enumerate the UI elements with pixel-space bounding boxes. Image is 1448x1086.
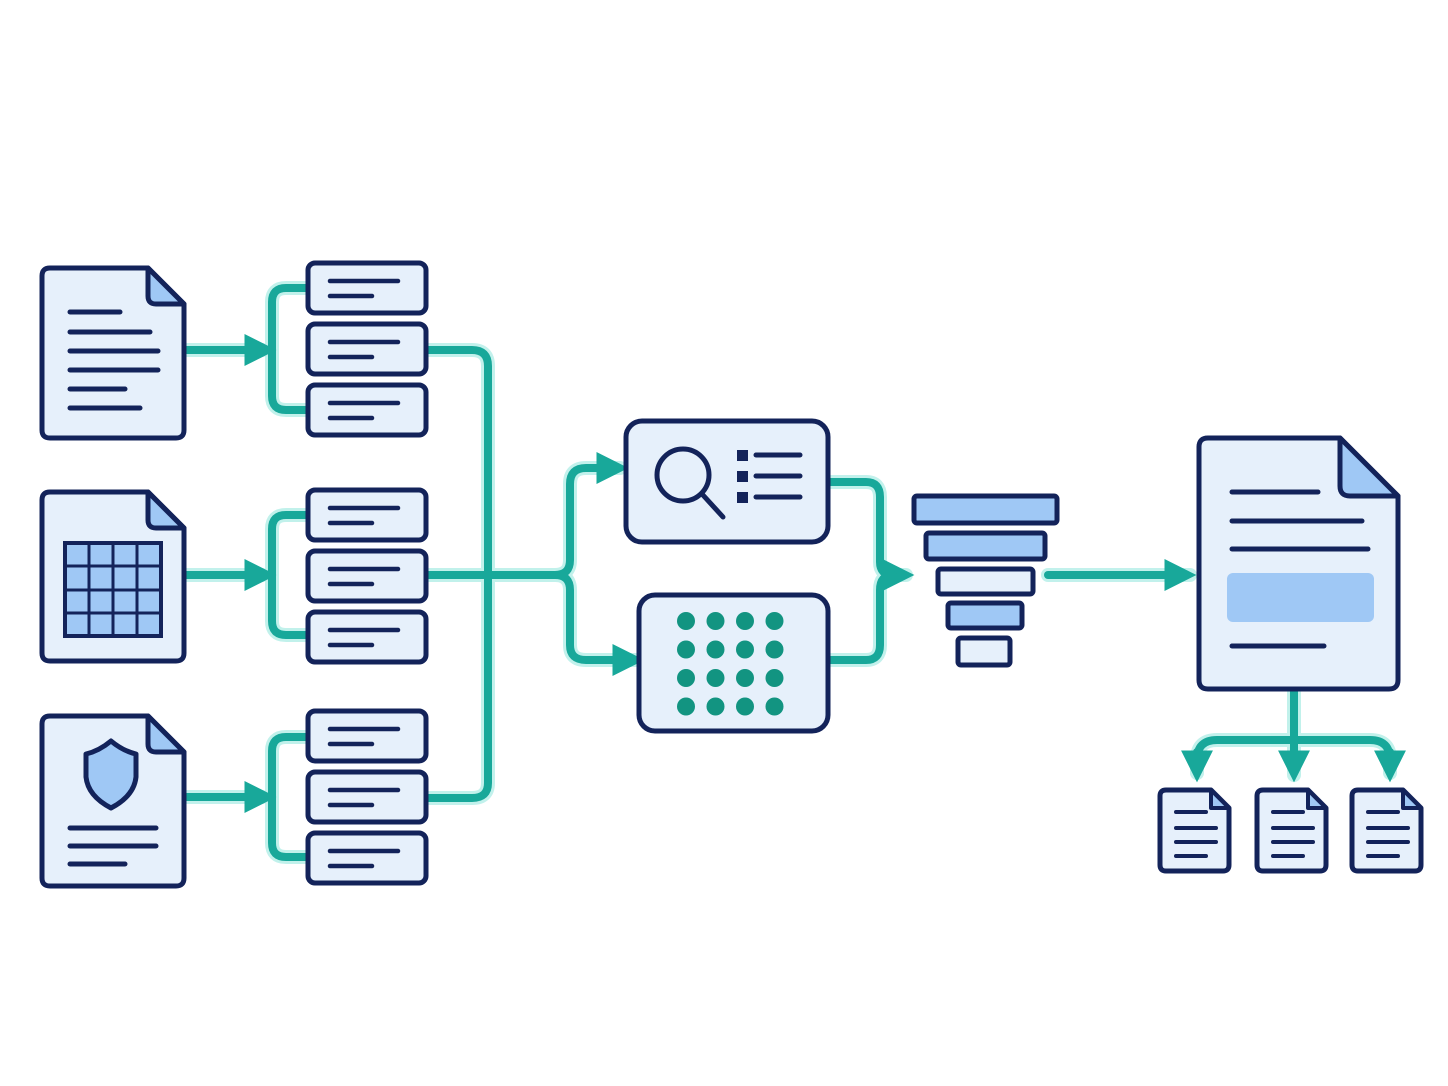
- text-chunk-icon: [305, 321, 429, 377]
- funnel-tier: [955, 635, 1013, 668]
- spreadsheet-icon: [39, 489, 187, 664]
- dot: [736, 697, 754, 716]
- chunk-group-2: [305, 487, 429, 665]
- funnel-tier: [945, 600, 1025, 631]
- dot: [677, 640, 695, 659]
- output-document: [1196, 435, 1401, 692]
- arrow-to-embedding-panel: [551, 571, 645, 676]
- funnel-icon: [911, 493, 1060, 668]
- funnel-tier: [911, 493, 1060, 526]
- source-text-document: [39, 265, 187, 441]
- text-chunk-icon: [305, 830, 429, 886]
- sub-document-icon: [1157, 787, 1232, 874]
- chunk-groups: [305, 260, 429, 886]
- dot: [706, 669, 725, 687]
- dot: [736, 612, 754, 630]
- dot: [677, 669, 695, 687]
- funnel-tier: [935, 566, 1036, 597]
- magnifier-icon: [654, 446, 726, 520]
- sub-document-icon: [1349, 787, 1424, 874]
- dot-grid-icon: [677, 612, 784, 716]
- shield-icon: [83, 738, 139, 811]
- connectors: [179, 281, 1406, 864]
- dot: [706, 612, 725, 630]
- dot: [765, 612, 784, 630]
- source-secure-document: [39, 713, 187, 889]
- dot: [706, 697, 725, 716]
- bracket-group2: [268, 511, 312, 639]
- dot: [765, 640, 784, 659]
- sub-documents: [1157, 787, 1424, 874]
- funnel-tier: [923, 530, 1048, 562]
- text-chunk-icon: [305, 548, 429, 604]
- sub-document-icon: [1254, 787, 1329, 874]
- dot: [736, 669, 754, 687]
- chunk-group-1: [305, 260, 429, 438]
- line-embedding-to-funnel: [824, 571, 897, 664]
- text-chunk-icon: [305, 769, 429, 825]
- text-chunk-icon: [305, 382, 429, 438]
- dot: [736, 640, 754, 659]
- text-chunk-icon: [305, 260, 429, 316]
- document-icon: [39, 265, 187, 441]
- list-icon: [737, 450, 803, 503]
- bracket-group3: [268, 733, 312, 861]
- highlight-block: [1227, 573, 1374, 622]
- dot: [677, 697, 695, 716]
- dot: [706, 640, 725, 659]
- source-table-document: [39, 489, 187, 664]
- text-chunk-icon: [305, 609, 429, 665]
- dot: [765, 697, 784, 716]
- embedding-panel: [636, 592, 831, 734]
- arrow-search-to-funnel: [824, 478, 915, 591]
- search-panel: [623, 418, 831, 545]
- dot: [677, 612, 695, 630]
- dot: [765, 669, 784, 687]
- bracket-group1: [268, 284, 312, 414]
- chunk-group-3: [305, 708, 429, 886]
- text-chunk-icon: [305, 487, 429, 543]
- text-chunk-icon: [305, 708, 429, 764]
- shield-document-icon: [39, 713, 187, 889]
